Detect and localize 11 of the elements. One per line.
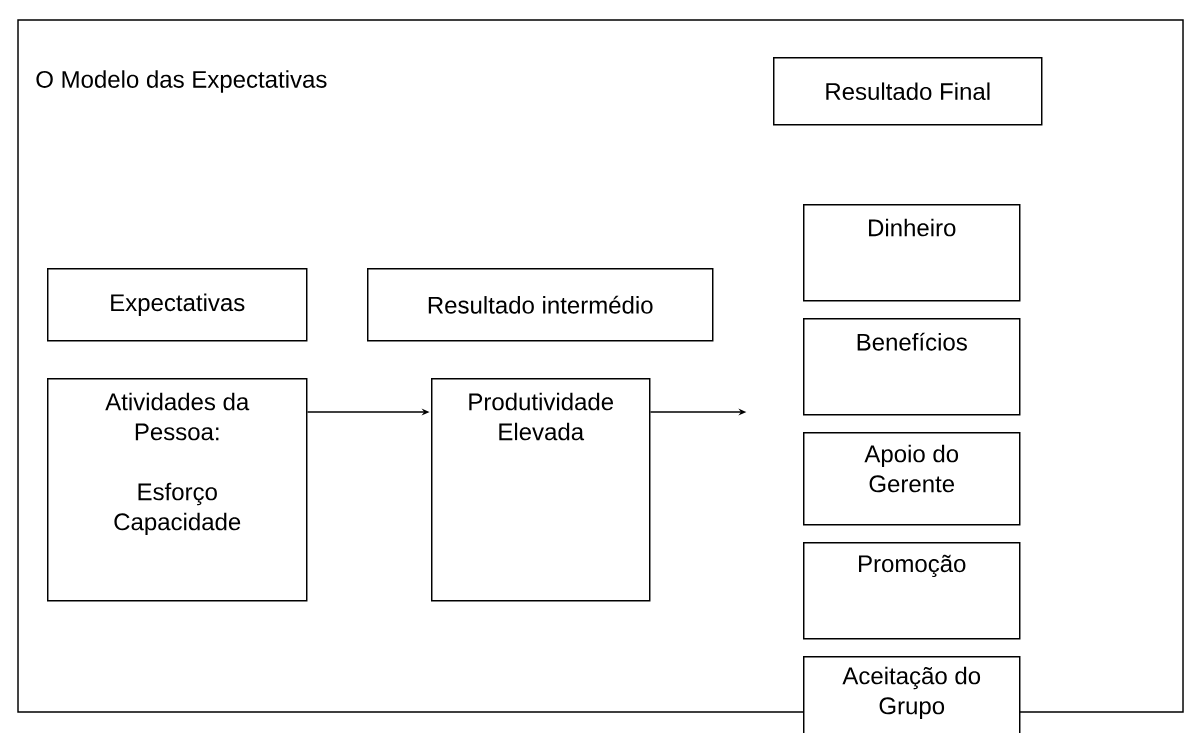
text-box: Benefícios xyxy=(803,318,1021,416)
text-box: Expectativas xyxy=(47,268,308,342)
text-box: Aceitação do Grupo xyxy=(803,656,1021,733)
text-box: Resultado Final xyxy=(773,57,1043,126)
title: O Modelo das Expectativas xyxy=(36,70,327,93)
text-box: Dinheiro xyxy=(803,204,1021,302)
text-box: Apoio do Gerente xyxy=(803,432,1021,526)
text-box: Atividades da Pessoa: Esforço Capacidade xyxy=(47,378,308,602)
text-box: Produtividade Elevada xyxy=(431,378,651,602)
text-box: Promoção xyxy=(803,542,1021,640)
text-box: Resultado intermédio xyxy=(367,268,714,342)
